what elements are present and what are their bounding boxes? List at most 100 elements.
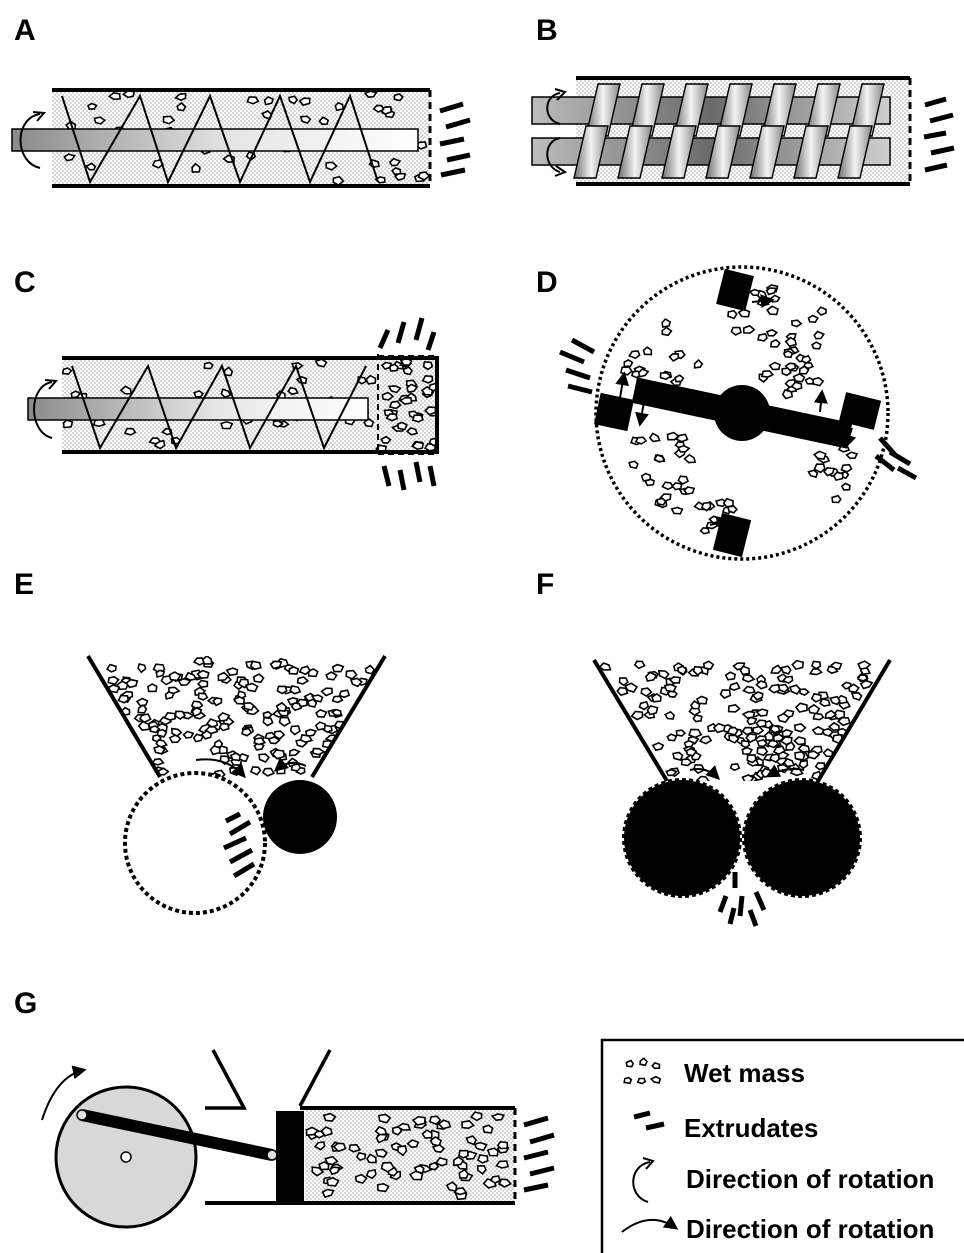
granule (757, 748, 767, 756)
panel-g-ram-extruder (42, 1050, 554, 1227)
granule (387, 414, 398, 421)
granule (404, 367, 413, 374)
granule (729, 705, 740, 712)
granule (220, 724, 229, 731)
granule (672, 508, 683, 514)
granule (809, 316, 818, 323)
panel-b-twin-screw-extruder (532, 78, 954, 184)
granule (841, 465, 851, 472)
granule (280, 718, 291, 726)
granule (251, 661, 261, 669)
granule (756, 720, 765, 727)
granule (629, 461, 638, 468)
granule (812, 661, 821, 668)
left-perforated-roll (624, 780, 740, 896)
granule (790, 685, 800, 694)
wet-mass-e (107, 656, 374, 781)
granule (667, 734, 676, 740)
granule (728, 728, 738, 735)
extrudates-d-left (560, 340, 594, 392)
granule (771, 340, 780, 347)
hopper-right-wall (300, 1050, 330, 1106)
granule (673, 753, 683, 761)
granule (675, 375, 683, 381)
granule (820, 699, 830, 706)
granule (263, 718, 272, 726)
granule (119, 696, 129, 703)
granule (771, 725, 780, 732)
granule (632, 712, 643, 720)
granule (730, 683, 740, 690)
granule (792, 661, 803, 670)
granule (322, 688, 333, 695)
granule (326, 672, 337, 680)
extrudates-a (440, 104, 470, 175)
granule (684, 487, 694, 494)
granule (139, 722, 150, 731)
granule (743, 775, 754, 782)
granule (459, 1151, 468, 1158)
granule (292, 764, 301, 771)
granule (424, 362, 433, 370)
granule (812, 694, 821, 702)
granule (728, 311, 737, 319)
granule (349, 1145, 360, 1152)
granule (750, 290, 759, 296)
granule (478, 1155, 488, 1163)
granule (365, 91, 376, 97)
granule (298, 677, 308, 684)
granule (156, 670, 164, 677)
rotor-hub (714, 385, 770, 441)
panel-label-e: E (14, 568, 34, 601)
panel-e-roll-extruder (88, 656, 385, 913)
wet-mass-f (600, 661, 873, 784)
granule (731, 328, 741, 335)
granule (390, 401, 401, 408)
granule (858, 661, 870, 669)
granule (858, 675, 867, 681)
granule (635, 661, 645, 668)
granule (423, 376, 433, 383)
legend-label: Direction of rotation (686, 1164, 934, 1194)
granule (665, 685, 676, 692)
granule (137, 699, 147, 706)
granule (800, 689, 809, 695)
granule (319, 1162, 329, 1170)
granule (271, 661, 282, 668)
granule (413, 415, 423, 422)
granule (231, 753, 241, 760)
granule (158, 730, 167, 737)
extrudates-c-top (380, 318, 434, 350)
granule (781, 666, 790, 674)
panel-d-rotary-extruder (560, 267, 916, 559)
perforated-roll (125, 773, 265, 913)
granule (665, 712, 674, 719)
granule (455, 1188, 466, 1195)
granule (254, 674, 264, 682)
granule (265, 97, 273, 105)
granule (700, 736, 711, 743)
granule (795, 724, 806, 732)
granule (340, 690, 350, 697)
granule (685, 741, 694, 747)
granule (829, 723, 839, 730)
extrudates-g (524, 1118, 554, 1190)
granule (234, 697, 244, 704)
granule (376, 1149, 387, 1157)
granule (638, 1079, 646, 1084)
granule (794, 737, 805, 745)
extrudates-f (720, 872, 764, 926)
granule (332, 710, 341, 716)
granule (211, 746, 220, 754)
granule (838, 718, 850, 726)
granule (813, 714, 823, 720)
piston (276, 1111, 304, 1203)
granule (682, 759, 692, 765)
granule (779, 752, 789, 759)
granule (288, 698, 298, 705)
granule (812, 342, 821, 349)
granule (652, 1063, 659, 1069)
panel-label-g: G (14, 987, 37, 1020)
granule (796, 703, 807, 712)
solid-roll (263, 780, 337, 854)
